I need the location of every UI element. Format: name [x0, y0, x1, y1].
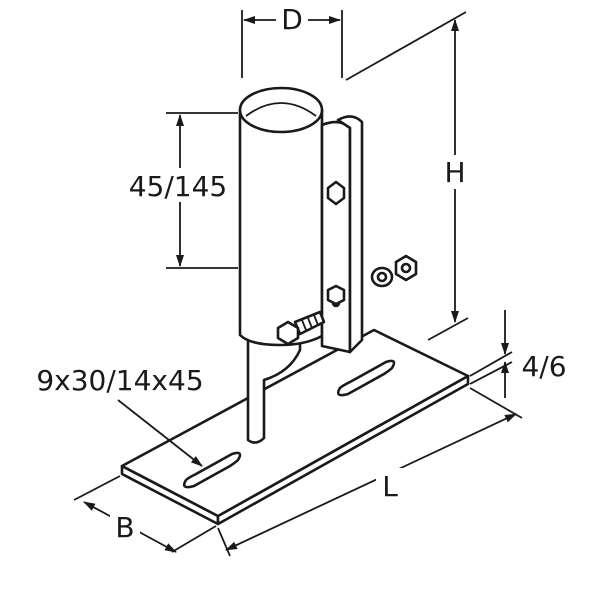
dimension-plate-thickness: 4/6: [469, 310, 567, 398]
tube: [238, 86, 324, 444]
label-plate-thickness: 4/6: [521, 350, 566, 383]
clamp-flange: [320, 115, 364, 354]
label-h: H: [444, 156, 465, 189]
slot-callout: 9x30/14x45: [36, 364, 204, 467]
nut-top: [326, 180, 346, 206]
slot-back: [336, 359, 396, 397]
dimension-d: D: [241, 2, 343, 78]
dimension-h: H: [345, 11, 470, 341]
dimension-b: B: [73, 475, 217, 553]
dimension-l: L: [217, 387, 523, 557]
label-insertion-depth: 45/145: [129, 170, 228, 203]
washer-and-nut: [370, 254, 418, 288]
label-d: D: [281, 3, 303, 36]
label-b: B: [115, 511, 134, 544]
bolt: [276, 310, 326, 346]
nut-bottom: [326, 284, 346, 306]
label-slot-size: 9x30/14x45: [36, 364, 203, 397]
label-l: L: [382, 470, 398, 503]
dimension-insertion-depth: 45/145: [120, 112, 238, 269]
